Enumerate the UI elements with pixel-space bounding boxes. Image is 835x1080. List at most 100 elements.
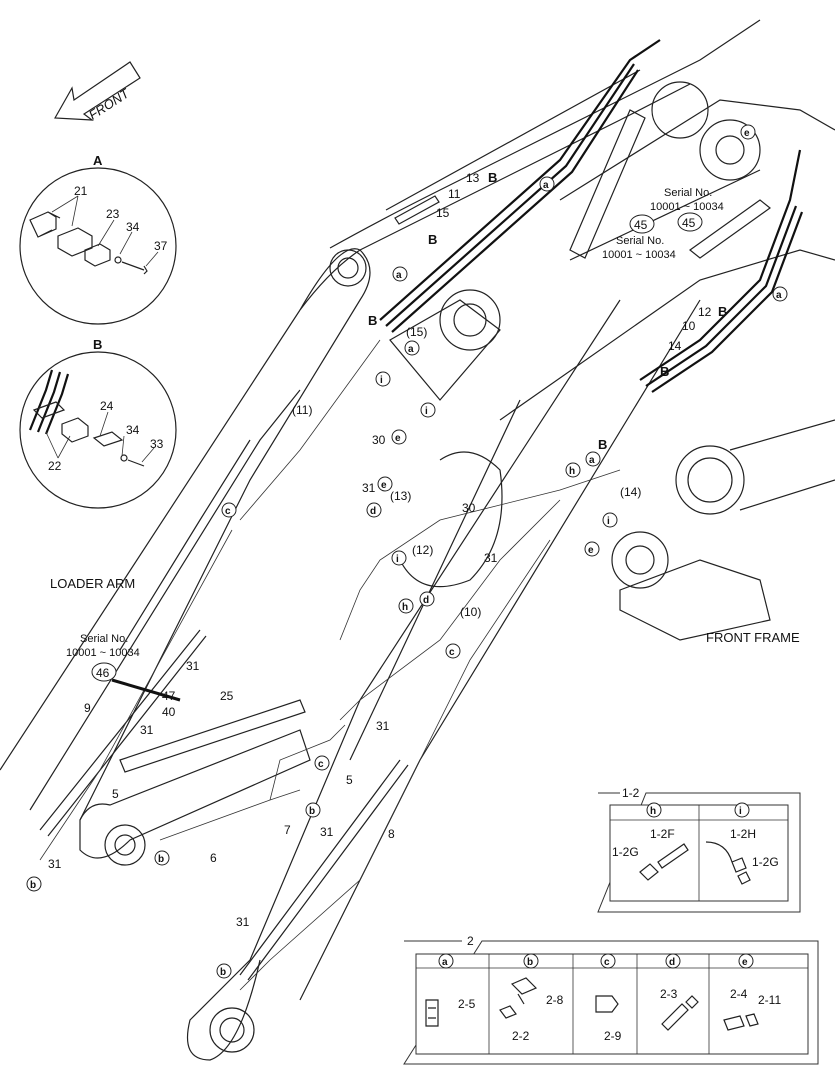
marker-i-1: i	[380, 375, 383, 386]
detail-b-title: B	[93, 337, 102, 352]
marker-B-3: B	[368, 313, 377, 328]
callout-15b: (15)	[406, 325, 427, 339]
detail-b-part-22: 22	[48, 459, 62, 473]
box-1-2-part-1-2G-i: 1-2G	[752, 855, 779, 869]
callout-30-a: 30	[372, 433, 386, 447]
marker-a-5: a	[589, 455, 595, 466]
callout-14b: (14)	[620, 485, 641, 499]
detail-b-part-33: 33	[150, 437, 164, 451]
box-1-2-title: 1-2	[622, 786, 640, 800]
marker-e-2: e	[395, 433, 401, 444]
box-2-part-2-5: 2-5	[458, 997, 476, 1011]
serial-label-2: Serial No.	[616, 235, 664, 247]
marker-B-5: B	[660, 364, 669, 379]
callout-11b: (11)	[292, 403, 312, 417]
box-1-2-h: h	[650, 806, 656, 817]
marker-h-1: h	[569, 466, 575, 477]
callout-10: 10	[682, 319, 696, 333]
callout-47: 47	[162, 689, 176, 703]
callout-31-g: 31	[48, 857, 62, 871]
fittings-box-2: 2 a b c d e 2-5 2-8 2-2 2-9 2-3 2-4 2-11	[403, 934, 819, 1065]
marker-b-2: b	[309, 806, 315, 817]
marker-i-4: i	[607, 516, 610, 527]
box-2-part-2-3: 2-3	[660, 987, 678, 1001]
callout-31-b: 31	[484, 551, 498, 565]
callout-46: 46	[96, 666, 110, 680]
serial-label-3: Serial No.	[80, 633, 128, 645]
hose-routing	[39, 39, 804, 991]
box-2-c: c	[604, 957, 610, 968]
callout-5-b: 5	[346, 773, 353, 787]
serial-label-1: Serial No.	[664, 187, 712, 199]
detail-a-title: A	[93, 153, 103, 168]
marker-c-3: c	[318, 759, 324, 770]
callout-45-a: 45	[634, 218, 648, 232]
marker-e-4: e	[588, 545, 594, 556]
callout-11: 11	[448, 187, 461, 201]
marker-b-1: b	[158, 854, 164, 865]
detail-a-part-37: 37	[154, 239, 168, 253]
detail-a-part-34: 34	[126, 220, 140, 234]
marker-a-2: a	[776, 290, 782, 301]
box-1-2-part-1-2H: 1-2H	[730, 827, 756, 841]
detail-b-part-24: 24	[100, 399, 114, 413]
marker-a-4: a	[408, 344, 414, 355]
box-2-d: d	[669, 957, 675, 968]
front-frame-label: FRONT FRAME	[706, 630, 800, 645]
loader-arm-label: LOADER ARM	[50, 576, 135, 591]
callout-9: 9	[84, 701, 91, 715]
detail-a-part-21: 21	[74, 184, 88, 198]
callout-31-f: 31	[320, 825, 334, 839]
detail-a-part-23: 23	[106, 207, 120, 221]
callout-30-b: 30	[462, 501, 476, 515]
box-2-part-2-11: 2-11	[758, 993, 781, 1007]
marker-B-4: B	[718, 304, 727, 319]
callout-8: 8	[388, 827, 395, 841]
callout-40: 40	[162, 705, 176, 719]
callout-7: 7	[284, 823, 291, 837]
detail-a: A 21 23 34 37	[19, 153, 177, 325]
detail-b: B 22 24 34 33	[19, 337, 177, 509]
serial-range-2: 10001 ~ 10034	[602, 249, 676, 261]
box-1-2-part-1-2G-h: 1-2G	[612, 845, 639, 859]
box-2-part-2-9: 2-9	[604, 1029, 622, 1043]
marker-B-2: B	[428, 232, 437, 247]
serial-range-3: 10001 ~ 10034	[66, 647, 140, 659]
callout-31-h: 31	[236, 915, 250, 929]
box-1-2-i: i	[739, 806, 742, 817]
fitting-markers: a a a a a c c c d d e e e e h h i i i i …	[26, 124, 788, 979]
callout-14: 14	[668, 339, 682, 353]
marker-b-4: b	[220, 967, 226, 978]
marker-i-2: i	[425, 406, 428, 417]
marker-c-2: c	[449, 647, 455, 658]
marker-b-3: b	[30, 880, 36, 891]
callout-10b: (10)	[460, 605, 481, 619]
box-2-b: b	[527, 957, 533, 968]
marker-a-1: a	[543, 180, 549, 191]
detail-b-part-34: 34	[126, 423, 140, 437]
callout-31-e: 31	[376, 719, 390, 733]
callout-31-d: 31	[140, 723, 154, 737]
callout-13b: (13)	[390, 489, 411, 503]
box-2-part-2-2: 2-2	[512, 1029, 530, 1043]
callout-31-c: 31	[186, 659, 200, 673]
box-2-part-2-8: 2-8	[546, 993, 564, 1007]
box-2-e: e	[742, 957, 748, 968]
marker-d-1: d	[370, 506, 376, 517]
marker-d-2: d	[423, 595, 429, 606]
callout-12b: (12)	[412, 543, 433, 557]
callout-31-a: 31	[362, 481, 376, 495]
marker-B-6: B	[598, 437, 607, 452]
box-1-2-part-1-2F: 1-2F	[650, 827, 675, 841]
fittings-box-1-2: 1-2 h i 1-2F 1-2G 1-2H 1-2G	[597, 786, 801, 913]
marker-i-3: i	[396, 554, 399, 565]
marker-a-3: a	[396, 270, 402, 281]
front-arrow: FRONT	[54, 61, 141, 123]
callout-12: 12	[698, 305, 712, 319]
marker-e-1: e	[744, 128, 750, 139]
callout-13: 13	[466, 171, 480, 185]
marker-c-1: c	[225, 506, 231, 517]
callout-45-b: 45	[682, 216, 696, 230]
callout-25: 25	[220, 689, 234, 703]
